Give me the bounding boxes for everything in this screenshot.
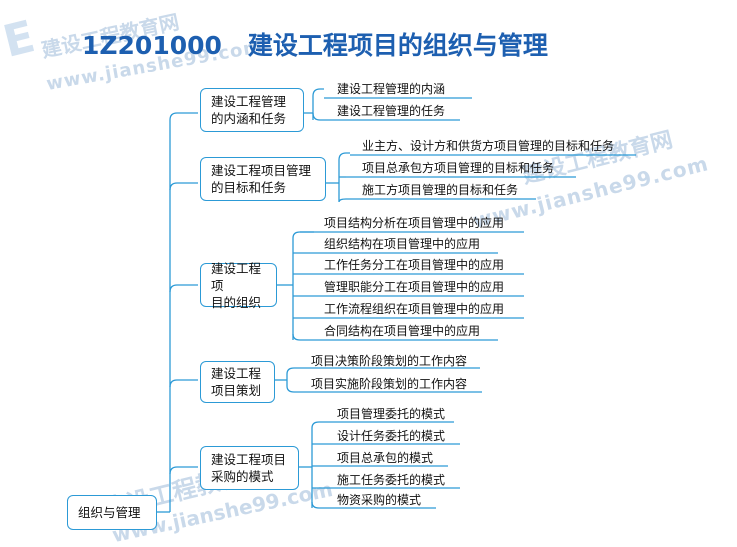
branch-connector: [286, 380, 482, 393]
leaf-item: 项目管理委托的模式: [337, 407, 446, 421]
page-title: 1Z201000 建设工程项目的组织与管理: [82, 28, 548, 64]
root-connector: [169, 466, 198, 475]
branch-node: 建设工程管理 的内涵和任务: [200, 88, 304, 132]
branch-connector: [311, 421, 454, 508]
leaf-item: 合同结构在项目管理中的应用: [324, 324, 481, 338]
leaf-item: 业主方、设计方和供货方项目管理的目标和任务: [362, 139, 615, 153]
root-label: 组织与管理: [78, 505, 141, 520]
leaf-item: 物资采购的模式: [337, 493, 422, 507]
branch-connector: [311, 501, 436, 509]
leaf-item: 建设工程管理的任务: [337, 104, 446, 118]
branch-node: 建设工程 项目策划: [200, 361, 275, 403]
branch-connector: [292, 333, 498, 341]
branch-connector: [338, 152, 350, 183]
branch-connector: [312, 88, 324, 113]
branch-connector: [338, 183, 347, 203]
leaf-item: 项目实施阶段策划的工作内容: [311, 377, 468, 391]
leaf-item: 管理职能分工在项目管理中的应用: [324, 280, 505, 294]
leaf-item: 项目结构分析在项目管理中的应用: [324, 216, 505, 230]
branch-node: 建设工程项目 采购的模式: [200, 446, 299, 490]
root-connector: [169, 379, 198, 388]
branch-connector: [292, 231, 314, 340]
leaf-item: 设计任务委托的模式: [337, 429, 446, 443]
title-text: 建设工程项目的组织与管理: [247, 31, 548, 60]
root-node: 组织与管理: [67, 495, 157, 530]
root-connector: [169, 182, 198, 191]
branch-node: 建设工程项目管理 的目标和任务: [200, 157, 326, 201]
mindmap-connectors: [155, 88, 636, 513]
branch-label: 建设工程项 目的组织: [211, 260, 262, 310]
title-code: 1Z201000: [82, 31, 222, 60]
branch-label: 建设工程项目管理 的目标和任务: [211, 163, 312, 195]
leaf-item: 项目决策阶段策划的工作内容: [311, 354, 468, 368]
leaf-item: 建设工程管理的内涵: [337, 82, 446, 96]
leaf-item: 工作流程组织在项目管理中的应用: [324, 302, 505, 316]
branch-label: 建设工程管理 的内涵和任务: [211, 94, 287, 126]
root-connector: [169, 112, 198, 512]
leaf-item: 组织结构在项目管理中的应用: [324, 237, 481, 251]
branch-label: 建设工程项目 采购的模式: [211, 452, 287, 484]
leaf-item: 项目总承包方项目管理的目标和任务: [362, 161, 555, 175]
root-connector: [169, 284, 198, 293]
leaf-item: 施工方项目管理的目标和任务: [362, 183, 519, 197]
leaf-item: 工作任务分工在项目管理中的应用: [324, 258, 505, 272]
leaf-item: 施工任务委托的模式: [337, 473, 446, 487]
branch-node: 建设工程项 目的组织: [200, 261, 277, 310]
branch-connector: [312, 112, 324, 121]
leaf-item: 项目总承包的模式: [337, 451, 434, 465]
branch-label: 建设工程 项目策划: [211, 366, 262, 398]
branch-connector: [286, 367, 480, 380]
